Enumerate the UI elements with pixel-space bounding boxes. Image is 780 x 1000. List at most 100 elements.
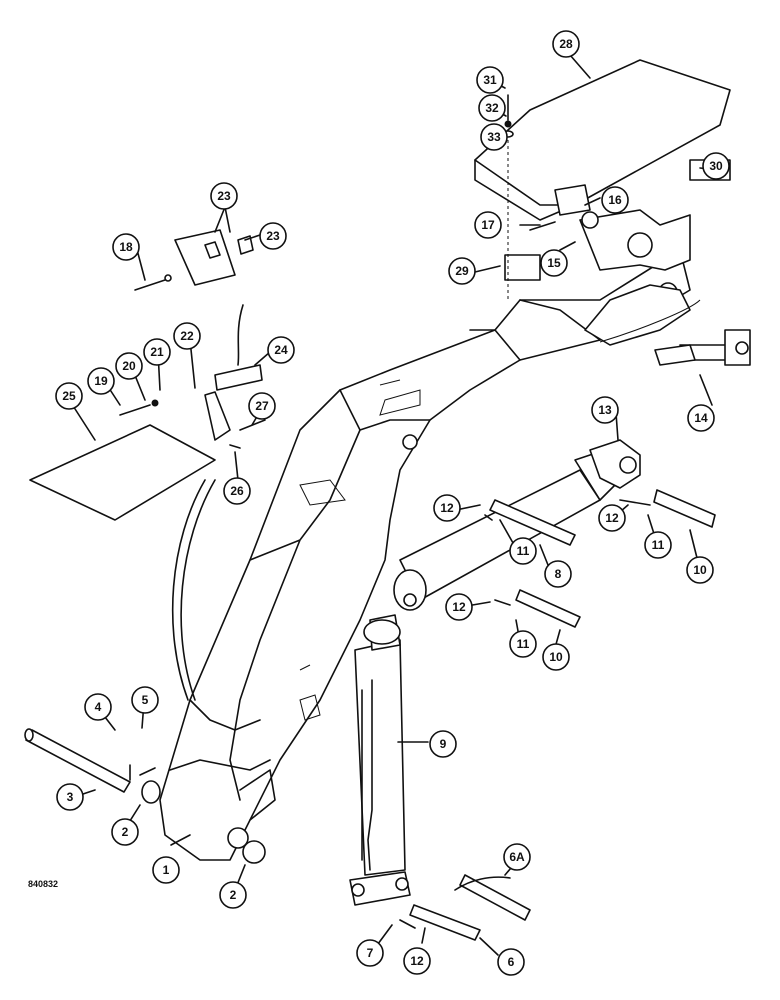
- callout-balloon: [445, 593, 473, 621]
- callout-12: 12: [598, 504, 626, 532]
- callout-balloon: [478, 94, 506, 122]
- callout-balloon: [552, 30, 580, 58]
- callout-balloon: [55, 382, 83, 410]
- callout-balloon: [474, 211, 502, 239]
- callout-balloon: [87, 367, 115, 395]
- callout-balloon: [223, 477, 251, 505]
- callout-label: 25: [62, 389, 76, 403]
- callout-label: 27: [255, 399, 269, 413]
- callout-balloon: [601, 186, 629, 214]
- callout-30: 30: [702, 152, 730, 180]
- callout-1: 1: [152, 856, 180, 884]
- callout-label: 30: [709, 159, 723, 173]
- callout-balloon: [503, 843, 531, 871]
- callout-label: 2: [122, 825, 129, 839]
- callout-label: 23: [217, 189, 231, 203]
- callout-7: 7: [356, 939, 384, 967]
- callout-balloon: [591, 396, 619, 424]
- callout-label: 26: [230, 484, 244, 498]
- callout-2: 2: [111, 818, 139, 846]
- callout-label: 12: [452, 600, 466, 614]
- callout-25: 25: [55, 382, 83, 410]
- callout-balloon: [544, 560, 572, 588]
- callout-balloon: [598, 504, 626, 532]
- callout-label: 7: [367, 946, 374, 960]
- callout-3: 3: [56, 783, 84, 811]
- callout-label: 22: [180, 329, 194, 343]
- callout-8: 8: [544, 560, 572, 588]
- callout-balloon: [173, 322, 201, 350]
- callout-11: 11: [509, 630, 537, 658]
- callout-label: 16: [608, 193, 622, 207]
- callout-17: 17: [474, 211, 502, 239]
- callout-label: 2: [230, 888, 237, 902]
- callout-label: 29: [455, 264, 469, 278]
- callout-balloon: [403, 947, 431, 975]
- callout-label: 5: [142, 693, 149, 707]
- callout-balloon: [540, 249, 568, 277]
- callout-label: 11: [652, 538, 665, 552]
- callout-label: 6: [508, 955, 515, 969]
- hydraulic-cylinder-horizontal: [393, 439, 641, 611]
- callout-31: 31: [476, 66, 504, 94]
- callout-label: 11: [517, 637, 530, 651]
- callout-label: 3: [67, 790, 74, 804]
- callout-label: 18: [119, 240, 133, 254]
- callout-label: 13: [598, 403, 612, 417]
- callout-label: 17: [481, 218, 495, 232]
- callout-balloon: [259, 222, 287, 250]
- figure-code: 840832: [28, 879, 58, 889]
- callout-10: 10: [542, 643, 570, 671]
- callout-balloon: [433, 494, 461, 522]
- callout-label: 31: [483, 73, 497, 87]
- callout-balloon: [111, 818, 139, 846]
- callout-9: 9: [429, 730, 457, 758]
- callout-5: 5: [131, 686, 159, 714]
- callout-22: 22: [173, 322, 201, 350]
- callout-23: 23: [259, 222, 287, 250]
- callout-balloon: [448, 257, 476, 285]
- callout-balloon: [84, 693, 112, 721]
- callout-label: 4: [95, 700, 102, 714]
- callout-balloon: [112, 233, 140, 261]
- callout-label: 15: [547, 256, 561, 270]
- callout-label: 19: [94, 374, 108, 388]
- callout-label: 12: [440, 501, 454, 515]
- callout-balloon: [143, 338, 171, 366]
- callout-balloon: [542, 643, 570, 671]
- callout-label: 11: [517, 544, 530, 558]
- callout-balloon: [702, 152, 730, 180]
- callout-balloon: [480, 123, 508, 151]
- pins: [24, 329, 751, 941]
- callout-balloon: [687, 404, 715, 432]
- callout-16: 16: [601, 186, 629, 214]
- callout-33: 33: [480, 123, 508, 151]
- callout-balloon: [219, 881, 247, 909]
- callout-label: 9: [440, 737, 447, 751]
- callout-balloon: [356, 939, 384, 967]
- callout-label: 14: [694, 411, 708, 425]
- callout-label: 10: [549, 650, 563, 664]
- callout-label: 33: [487, 130, 501, 144]
- hydraulic-cylinder-vertical: [349, 614, 411, 906]
- callout-27: 27: [248, 392, 276, 420]
- boom-arm: [159, 209, 691, 861]
- callout-balloon: [509, 537, 537, 565]
- callout-balloon: [497, 948, 525, 976]
- callout-balloon: [644, 531, 672, 559]
- callout-12: 12: [445, 593, 473, 621]
- callout-label: 10: [693, 563, 707, 577]
- callout-15: 15: [540, 249, 568, 277]
- callout-29: 29: [448, 257, 476, 285]
- callout-11: 11: [644, 531, 672, 559]
- callout-balloon: [152, 856, 180, 884]
- callout-4: 4: [84, 693, 112, 721]
- callout-20: 20: [115, 352, 143, 380]
- callout-19: 19: [87, 367, 115, 395]
- callout-10: 10: [686, 556, 714, 584]
- callout-label: 8: [555, 567, 562, 581]
- callout-23: 23: [210, 182, 238, 210]
- callout-balloon: [131, 686, 159, 714]
- callout-13: 13: [591, 396, 619, 424]
